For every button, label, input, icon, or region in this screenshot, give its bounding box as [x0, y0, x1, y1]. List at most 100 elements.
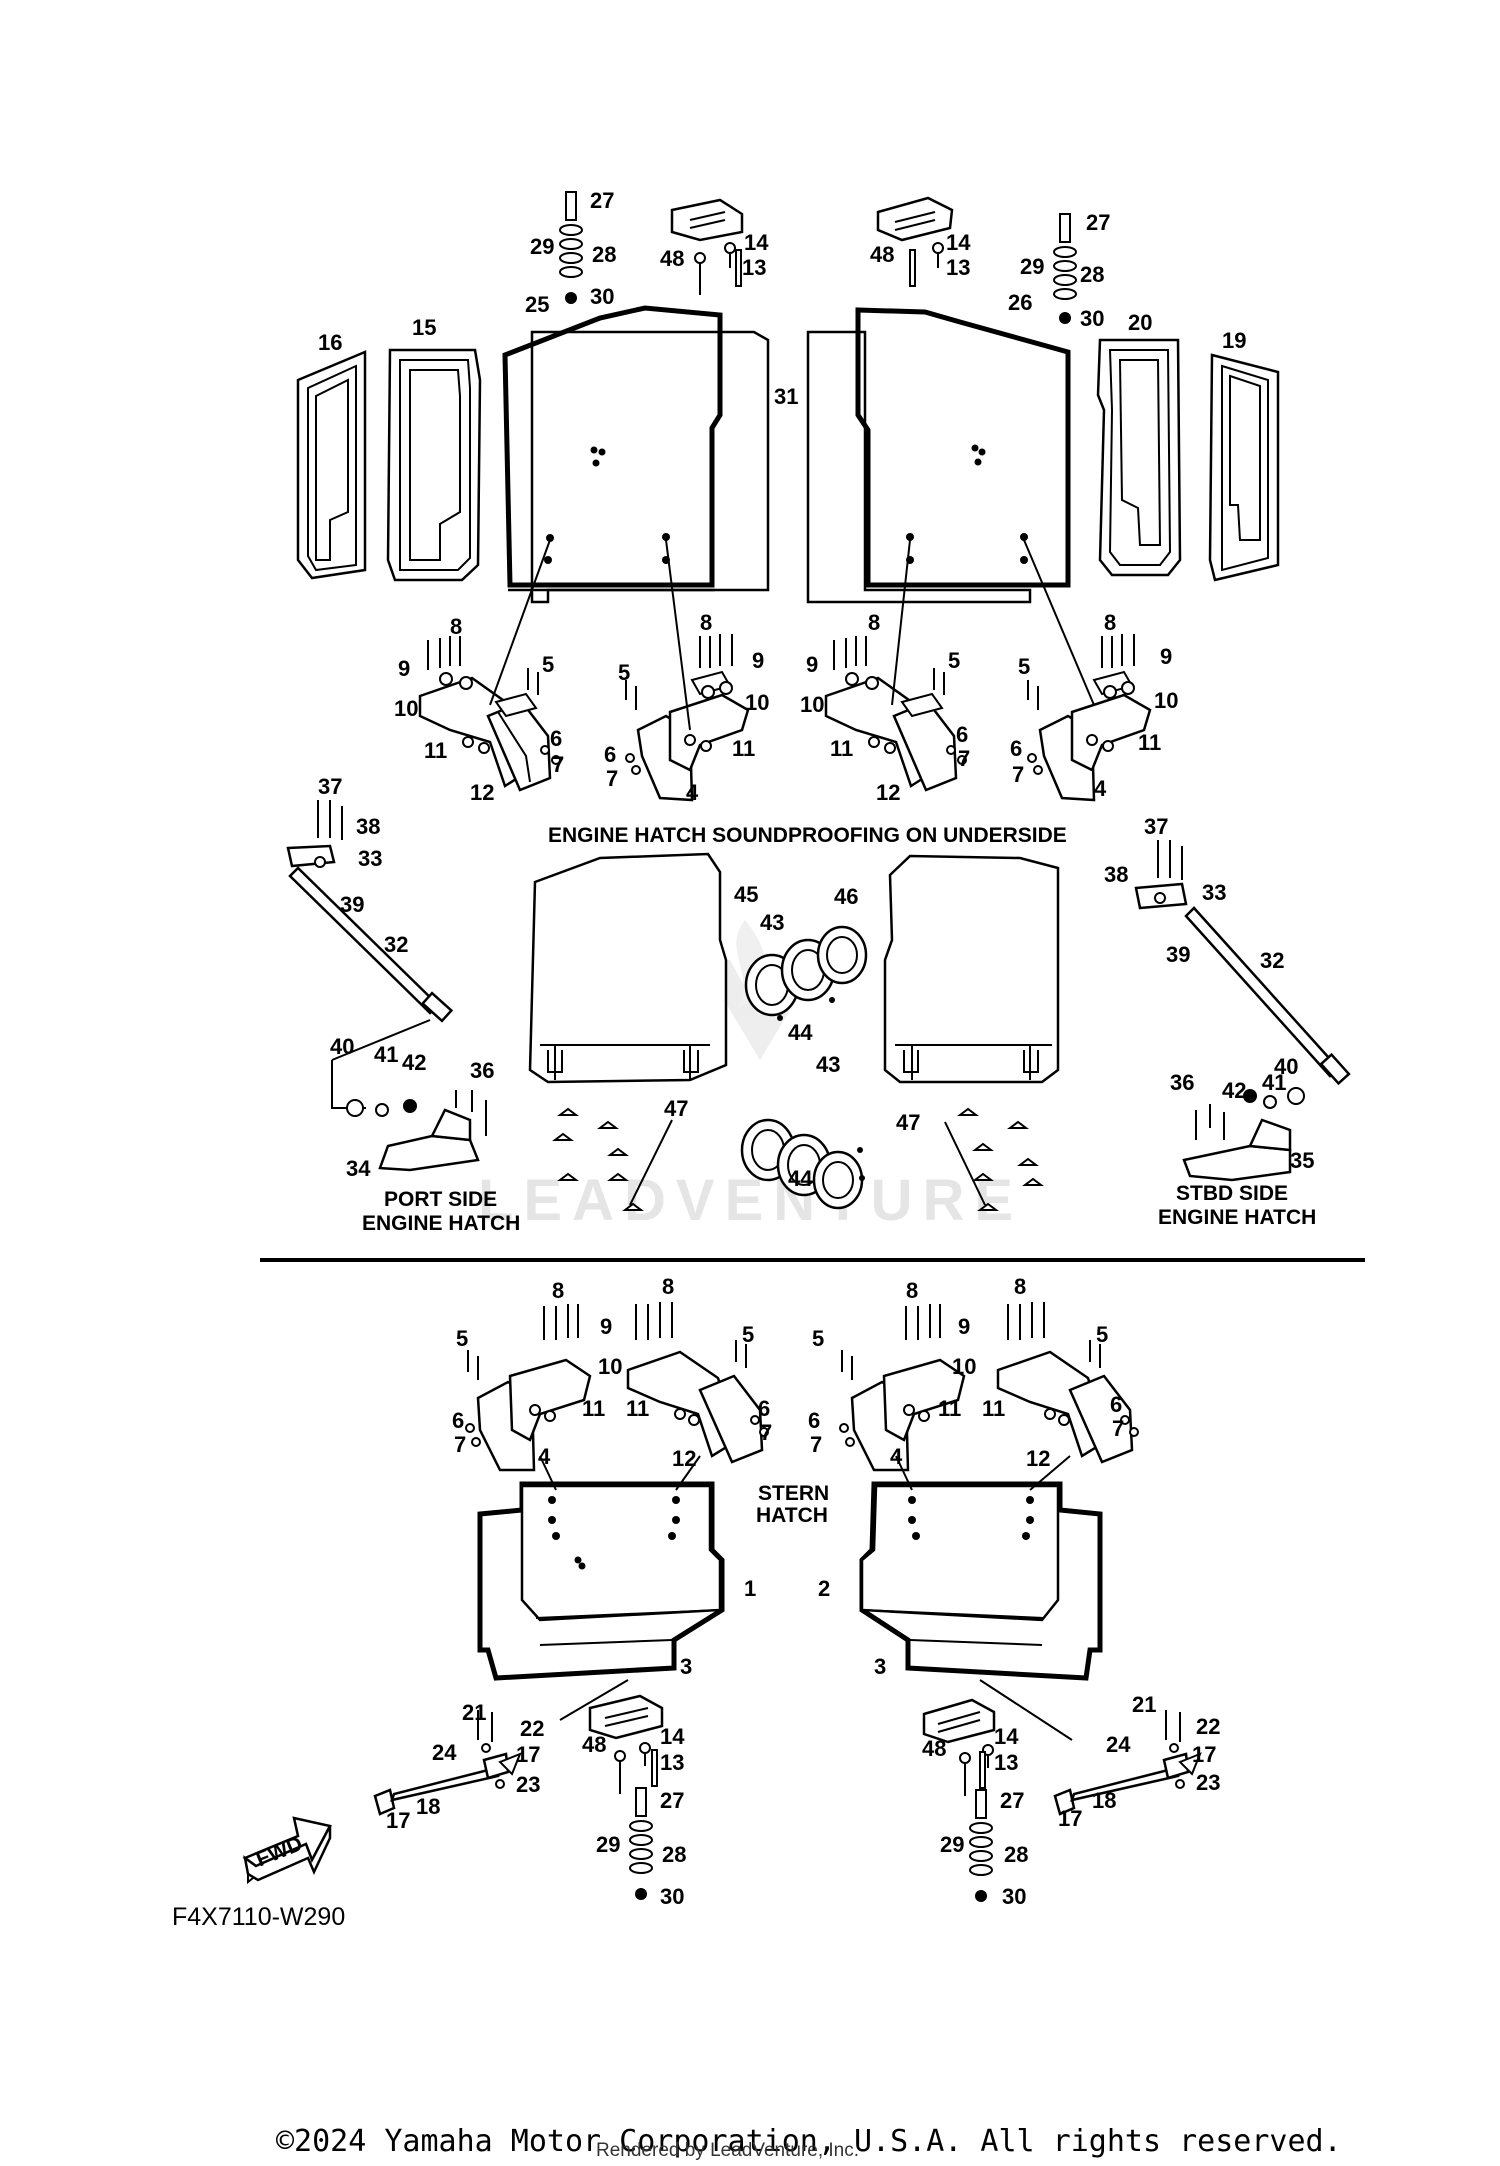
- svg-text:17: 17: [1058, 1806, 1082, 1831]
- svg-text:11: 11: [424, 738, 447, 763]
- svg-text:14: 14: [660, 1724, 685, 1749]
- svg-text:12: 12: [876, 780, 900, 805]
- svg-text:10: 10: [952, 1354, 976, 1379]
- copyright-text: ©2024 Yamaha Motor Corporation, U.S.A. A…: [276, 2124, 1342, 2159]
- svg-text:30: 30: [1080, 306, 1104, 331]
- svg-text:7: 7: [606, 766, 618, 791]
- svg-text:45: 45: [734, 882, 758, 907]
- svg-text:19: 19: [1222, 328, 1246, 353]
- svg-text:34: 34: [346, 1156, 371, 1181]
- svg-text:41: 41: [374, 1042, 398, 1067]
- diagram-code: F4X7110-W290: [172, 1903, 346, 1931]
- svg-text:12: 12: [672, 1446, 696, 1471]
- svg-text:25: 25: [525, 292, 549, 317]
- svg-text:24: 24: [432, 1740, 457, 1765]
- svg-text:48: 48: [582, 1732, 606, 1757]
- svg-text:9: 9: [398, 656, 410, 681]
- svg-text:10: 10: [1154, 688, 1178, 713]
- svg-text:5: 5: [812, 1326, 824, 1351]
- svg-text:7: 7: [760, 1420, 772, 1445]
- svg-text:4: 4: [1094, 776, 1107, 801]
- svg-text:5: 5: [742, 1322, 754, 1347]
- svg-text:5: 5: [542, 652, 554, 677]
- stern-hinge-cover-right: [922, 1698, 996, 1902]
- svg-text:36: 36: [470, 1058, 494, 1083]
- svg-text:29: 29: [596, 1832, 620, 1857]
- svg-text:7: 7: [454, 1432, 466, 1457]
- gasket-16: [296, 350, 367, 580]
- svg-text:4: 4: [890, 1444, 903, 1469]
- stern-hatch-panel-1: [477, 1481, 725, 1681]
- svg-text:13: 13: [994, 1750, 1018, 1775]
- svg-text:11: 11: [982, 1396, 1005, 1421]
- svg-text:40: 40: [1274, 1054, 1298, 1079]
- svg-text:9: 9: [752, 648, 764, 673]
- svg-text:23: 23: [516, 1772, 540, 1797]
- hinge-assembly-row1-3: [824, 636, 967, 792]
- leader-lines-row2: [539, 1455, 1073, 1741]
- svg-text:6: 6: [808, 1408, 820, 1433]
- svg-text:48: 48: [660, 246, 684, 271]
- svg-text:12: 12: [470, 780, 494, 805]
- svg-text:7: 7: [958, 746, 970, 771]
- hinge-cover-48-right: [876, 196, 954, 242]
- svg-text:47: 47: [896, 1110, 920, 1135]
- stern-strut-left: [373, 1710, 522, 1816]
- svg-text:17: 17: [386, 1808, 410, 1833]
- svg-text:40: 40: [330, 1034, 354, 1059]
- engine-hatch-heading: ENGINE HATCH SOUNDPROOFING ON UNDERSIDE: [548, 824, 1067, 847]
- svg-text:42: 42: [402, 1050, 426, 1075]
- svg-text:8: 8: [662, 1274, 674, 1299]
- strut-assembly-port: [286, 800, 487, 1172]
- svg-text:9: 9: [806, 652, 818, 677]
- svg-text:14: 14: [744, 230, 769, 255]
- svg-text:24: 24: [1106, 1732, 1131, 1757]
- svg-text:4: 4: [686, 780, 699, 805]
- svg-text:13: 13: [742, 255, 766, 280]
- svg-text:18: 18: [416, 1794, 440, 1819]
- hardware-stack-left: [559, 191, 583, 304]
- svg-text:6: 6: [604, 742, 616, 767]
- svg-text:8: 8: [450, 614, 462, 639]
- svg-text:11: 11: [582, 1396, 605, 1421]
- svg-text:8: 8: [906, 1278, 918, 1303]
- svg-text:6: 6: [1110, 1392, 1122, 1417]
- svg-text:27: 27: [1086, 210, 1110, 235]
- svg-text:11: 11: [830, 736, 853, 761]
- gasket-20: [1096, 338, 1182, 577]
- svg-text:6: 6: [1010, 736, 1022, 761]
- svg-text:11: 11: [938, 1396, 961, 1421]
- svg-text:23: 23: [1196, 1770, 1220, 1795]
- svg-text:7: 7: [810, 1432, 822, 1457]
- svg-text:6: 6: [956, 722, 968, 747]
- svg-text:37: 37: [1144, 814, 1168, 839]
- svg-text:9: 9: [600, 1314, 612, 1339]
- svg-text:5: 5: [1018, 654, 1030, 679]
- port-side-label-2: ENGINE HATCH: [362, 1212, 520, 1235]
- svg-text:15: 15: [412, 315, 436, 340]
- svg-text:17: 17: [516, 1742, 540, 1767]
- svg-text:7: 7: [1112, 1416, 1124, 1441]
- svg-text:30: 30: [660, 1884, 684, 1909]
- svg-text:13: 13: [660, 1750, 684, 1775]
- hinge-assembly-row2-4: [996, 1302, 1139, 1464]
- svg-text:14: 14: [946, 230, 971, 255]
- svg-text:48: 48: [922, 1736, 946, 1761]
- svg-text:14: 14: [994, 1724, 1019, 1749]
- hinge-assembly-row1-4: [1027, 634, 1152, 802]
- svg-text:4: 4: [538, 1444, 551, 1469]
- strut-assembly-stbd: [1134, 840, 1351, 1182]
- svg-text:38: 38: [356, 814, 380, 839]
- svg-text:3: 3: [680, 1654, 692, 1679]
- engine-hatch-panel-25: [502, 305, 770, 604]
- svg-text:44: 44: [788, 1020, 813, 1045]
- svg-text:16: 16: [318, 330, 342, 355]
- svg-text:30: 30: [590, 284, 614, 309]
- svg-text:32: 32: [1260, 948, 1284, 973]
- svg-text:11: 11: [626, 1396, 649, 1421]
- svg-text:7: 7: [552, 752, 564, 777]
- svg-text:32: 32: [384, 932, 408, 957]
- svg-text:5: 5: [1096, 1322, 1108, 1347]
- svg-text:10: 10: [598, 1354, 622, 1379]
- svg-text:44: 44: [788, 1166, 813, 1191]
